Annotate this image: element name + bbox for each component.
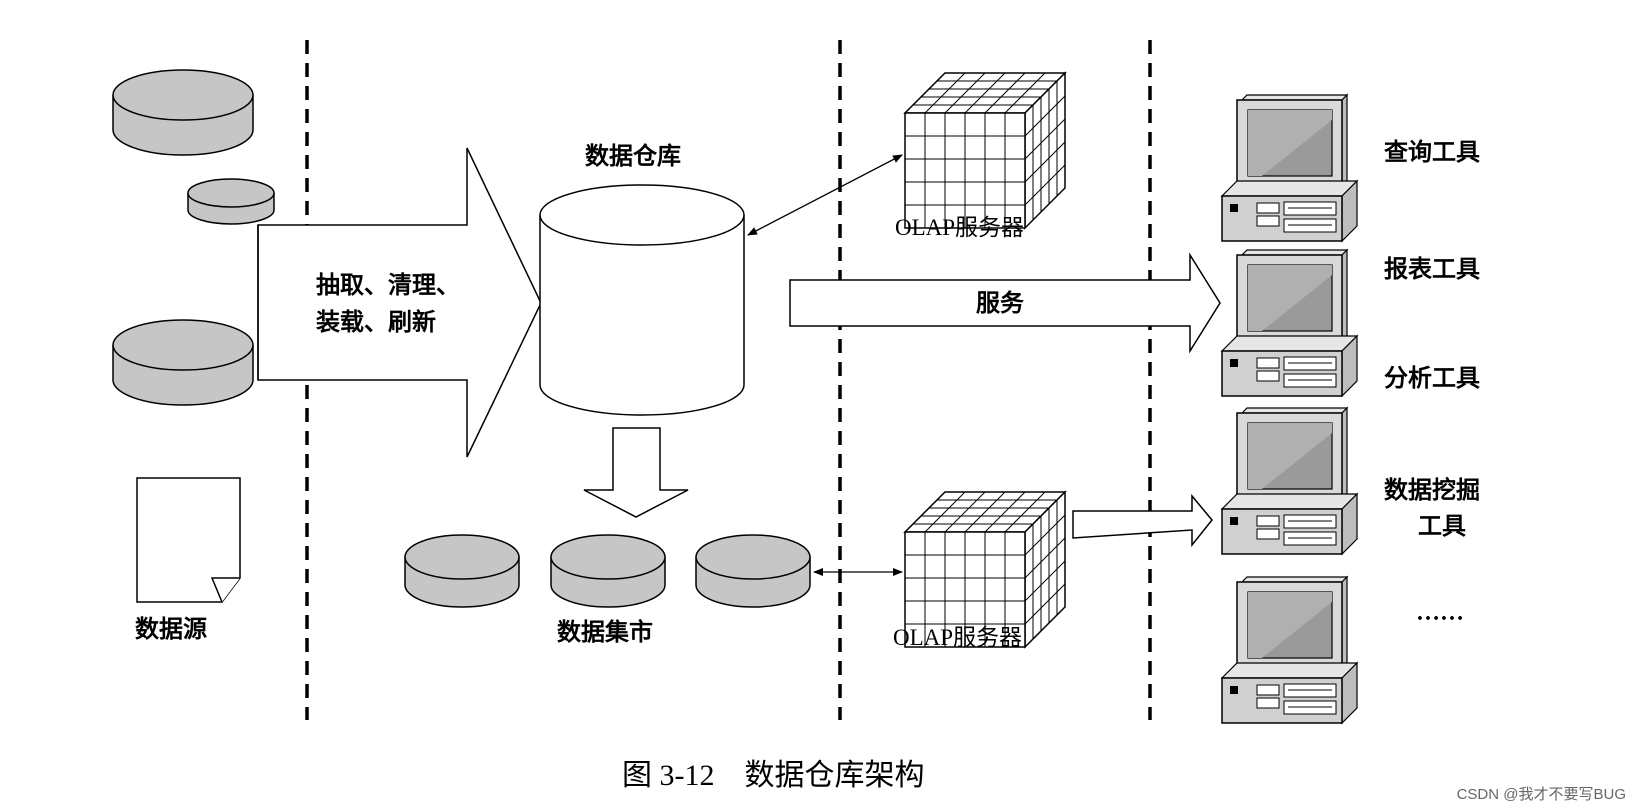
olap-to-tool-arrow [1072,493,1213,548]
analysis-tool-label: 分析工具 [1384,365,1480,392]
computer-4 [1221,576,1358,724]
service-arrow [789,252,1221,354]
down-arrow [583,427,689,518]
source-disk-large-bottom [112,319,254,406]
data-mart-label: 数据集市 [557,618,653,646]
olap-server-bottom-label: OLAP服务器 [893,625,1022,650]
data-source-group: 数据源 [112,69,275,643]
document-icon [136,477,241,603]
data-warehouse-cylinder [539,184,745,416]
computer-3 [1221,407,1358,555]
mining-tool-label-line2: 工具 [1418,514,1466,540]
etl-label-line2: 装载、刷新 [316,308,436,336]
service-label: 服务 [976,289,1025,317]
figure-caption: 图 3-12 数据仓库架构 [622,759,925,792]
data-mart-disk-1 [404,534,520,608]
source-disk-large-top [112,69,254,156]
olap-cube-bottom [904,491,1066,648]
computer-2 [1221,249,1358,397]
olap-server-top-label: OLAP服务器 [895,215,1024,240]
watermark: CSDN @我才不要写BUG [1457,786,1626,803]
warehouse-olap-connector [747,154,903,236]
data-warehouse-label: 数据仓库 [585,142,681,170]
data-mart-disk-3 [695,534,811,608]
data-mart-group: 数据集市 [404,534,811,646]
data-source-label: 数据源 [135,616,207,643]
computer-1 [1221,94,1358,242]
mining-tool-label-line1: 数据挖掘 [1384,476,1480,504]
olap-cube-top [904,72,1066,229]
data-mart-disk-2 [550,534,666,608]
query-tool-label: 查询工具 [1384,139,1480,166]
etl-arrow [257,147,542,458]
etl-label-line1: 抽取、清理、 [316,272,460,299]
report-tool-label: 报表工具 [1384,256,1480,283]
ellipsis-label: …… [1416,600,1464,626]
source-disk-small [187,178,275,225]
